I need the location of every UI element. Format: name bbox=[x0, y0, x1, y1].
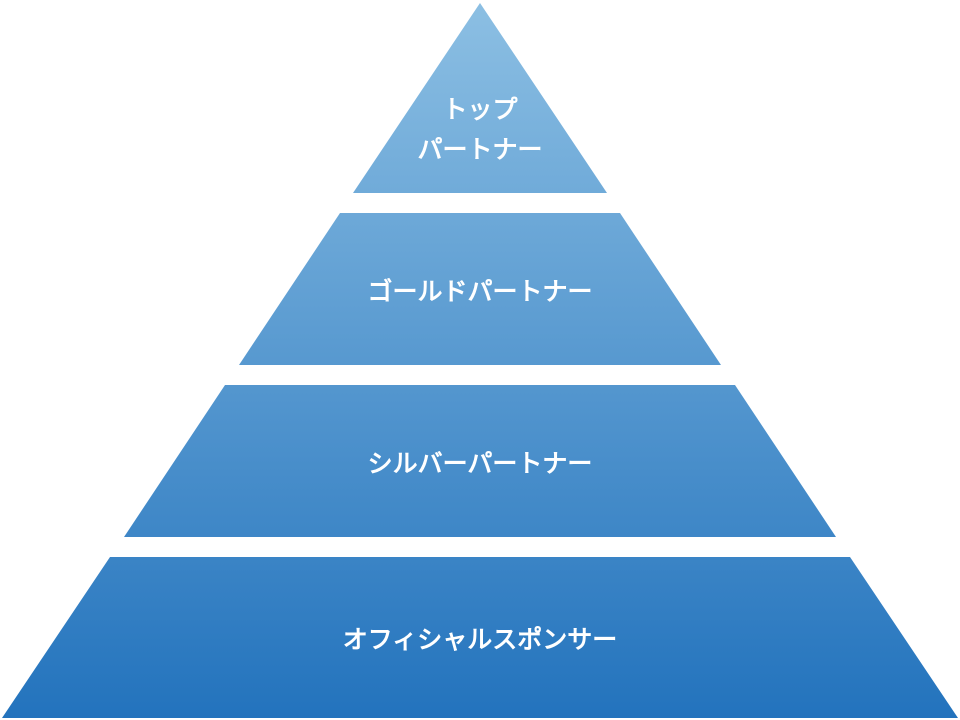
tier-official bbox=[2, 557, 958, 718]
tier-official-label: オフィシャルスポンサー bbox=[343, 625, 618, 654]
tier-top-label-line1: トップ bbox=[442, 95, 518, 124]
tier-gold bbox=[239, 213, 721, 365]
tier-top-label-line2: パートナー bbox=[417, 135, 542, 164]
tier-silver bbox=[124, 385, 836, 537]
tier-silver-label: シルバーパートナー bbox=[368, 449, 593, 478]
tier-gold-label: ゴールドパートナー bbox=[367, 277, 592, 306]
tier-top bbox=[353, 3, 607, 193]
